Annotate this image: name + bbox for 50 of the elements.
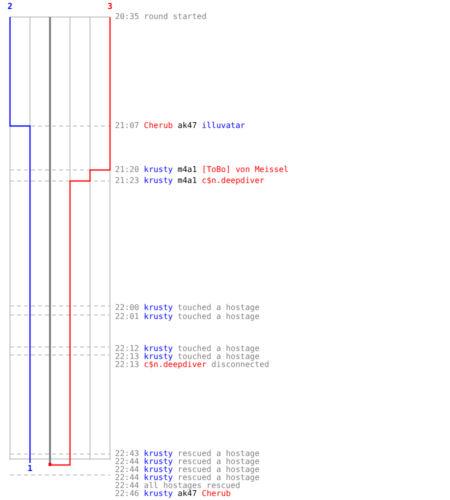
event-text: touched a hostage [178,352,260,361]
player-name: krusty [144,165,173,174]
timestamp: 22:46 [115,489,140,498]
timestamp: 22:44 [115,481,140,490]
weapon-name: ak47 [178,489,197,498]
player-name: [ToBo] von Meissel [202,165,288,174]
player-name: c$n.deepdiver [202,176,264,185]
event-text: touched a hostage [178,344,260,353]
event-text: all hostages rescued [144,481,240,490]
count-number: 2 [8,2,12,10]
timestamp: 22:43 [115,449,140,458]
player-name: krusty [144,449,173,458]
player-name: krusty [144,344,173,353]
timestamp: 21:07 [115,121,140,130]
event-text: rescued a hostage [178,473,260,482]
timestamp: 22:12 [115,344,140,353]
timestamp: 22:44 [115,473,140,482]
timestamp: 22:44 [115,457,140,466]
player-name: Cherub [202,489,231,498]
event-text: rescued a hostage [178,465,260,474]
timestamp: 21:20 [115,165,140,174]
timestamp: 22:44 [115,465,140,474]
timestamp: 22:13 [115,352,140,361]
weapon-name: m4a1 [178,165,197,174]
player-name: illuvatar [202,121,246,130]
event-text: touched a hostage [178,303,260,312]
event-text: round started [144,12,207,21]
player-name: krusty [144,303,173,312]
player-name: Cherub [144,121,173,130]
player-name: krusty [144,457,173,466]
count-number: 1 [28,464,32,472]
weapon-name: ak47 [178,121,197,130]
timestamp: 22:13 [115,360,140,369]
weapon-name: m4a1 [178,176,197,185]
timestamp: 20:35 [115,12,140,21]
player-name: c$n.deepdiver [144,360,207,369]
event-text: touched a hostage [178,312,260,321]
event-text: disconnected [211,360,270,369]
timestamp: 22:01 [115,312,140,321]
event-text: rescued a hostage [178,449,260,458]
player-name: krusty [144,473,173,482]
timestamp: 21:23 [115,176,140,185]
player-name: krusty [144,352,173,361]
count-number: 3 [108,2,112,10]
player-name: krusty [144,312,173,321]
player-name: krusty [144,489,173,498]
event-text: rescued a hostage [178,457,260,466]
player-name: krusty [144,176,173,185]
player-name: krusty [144,465,173,474]
timestamp: 22:00 [115,303,140,312]
